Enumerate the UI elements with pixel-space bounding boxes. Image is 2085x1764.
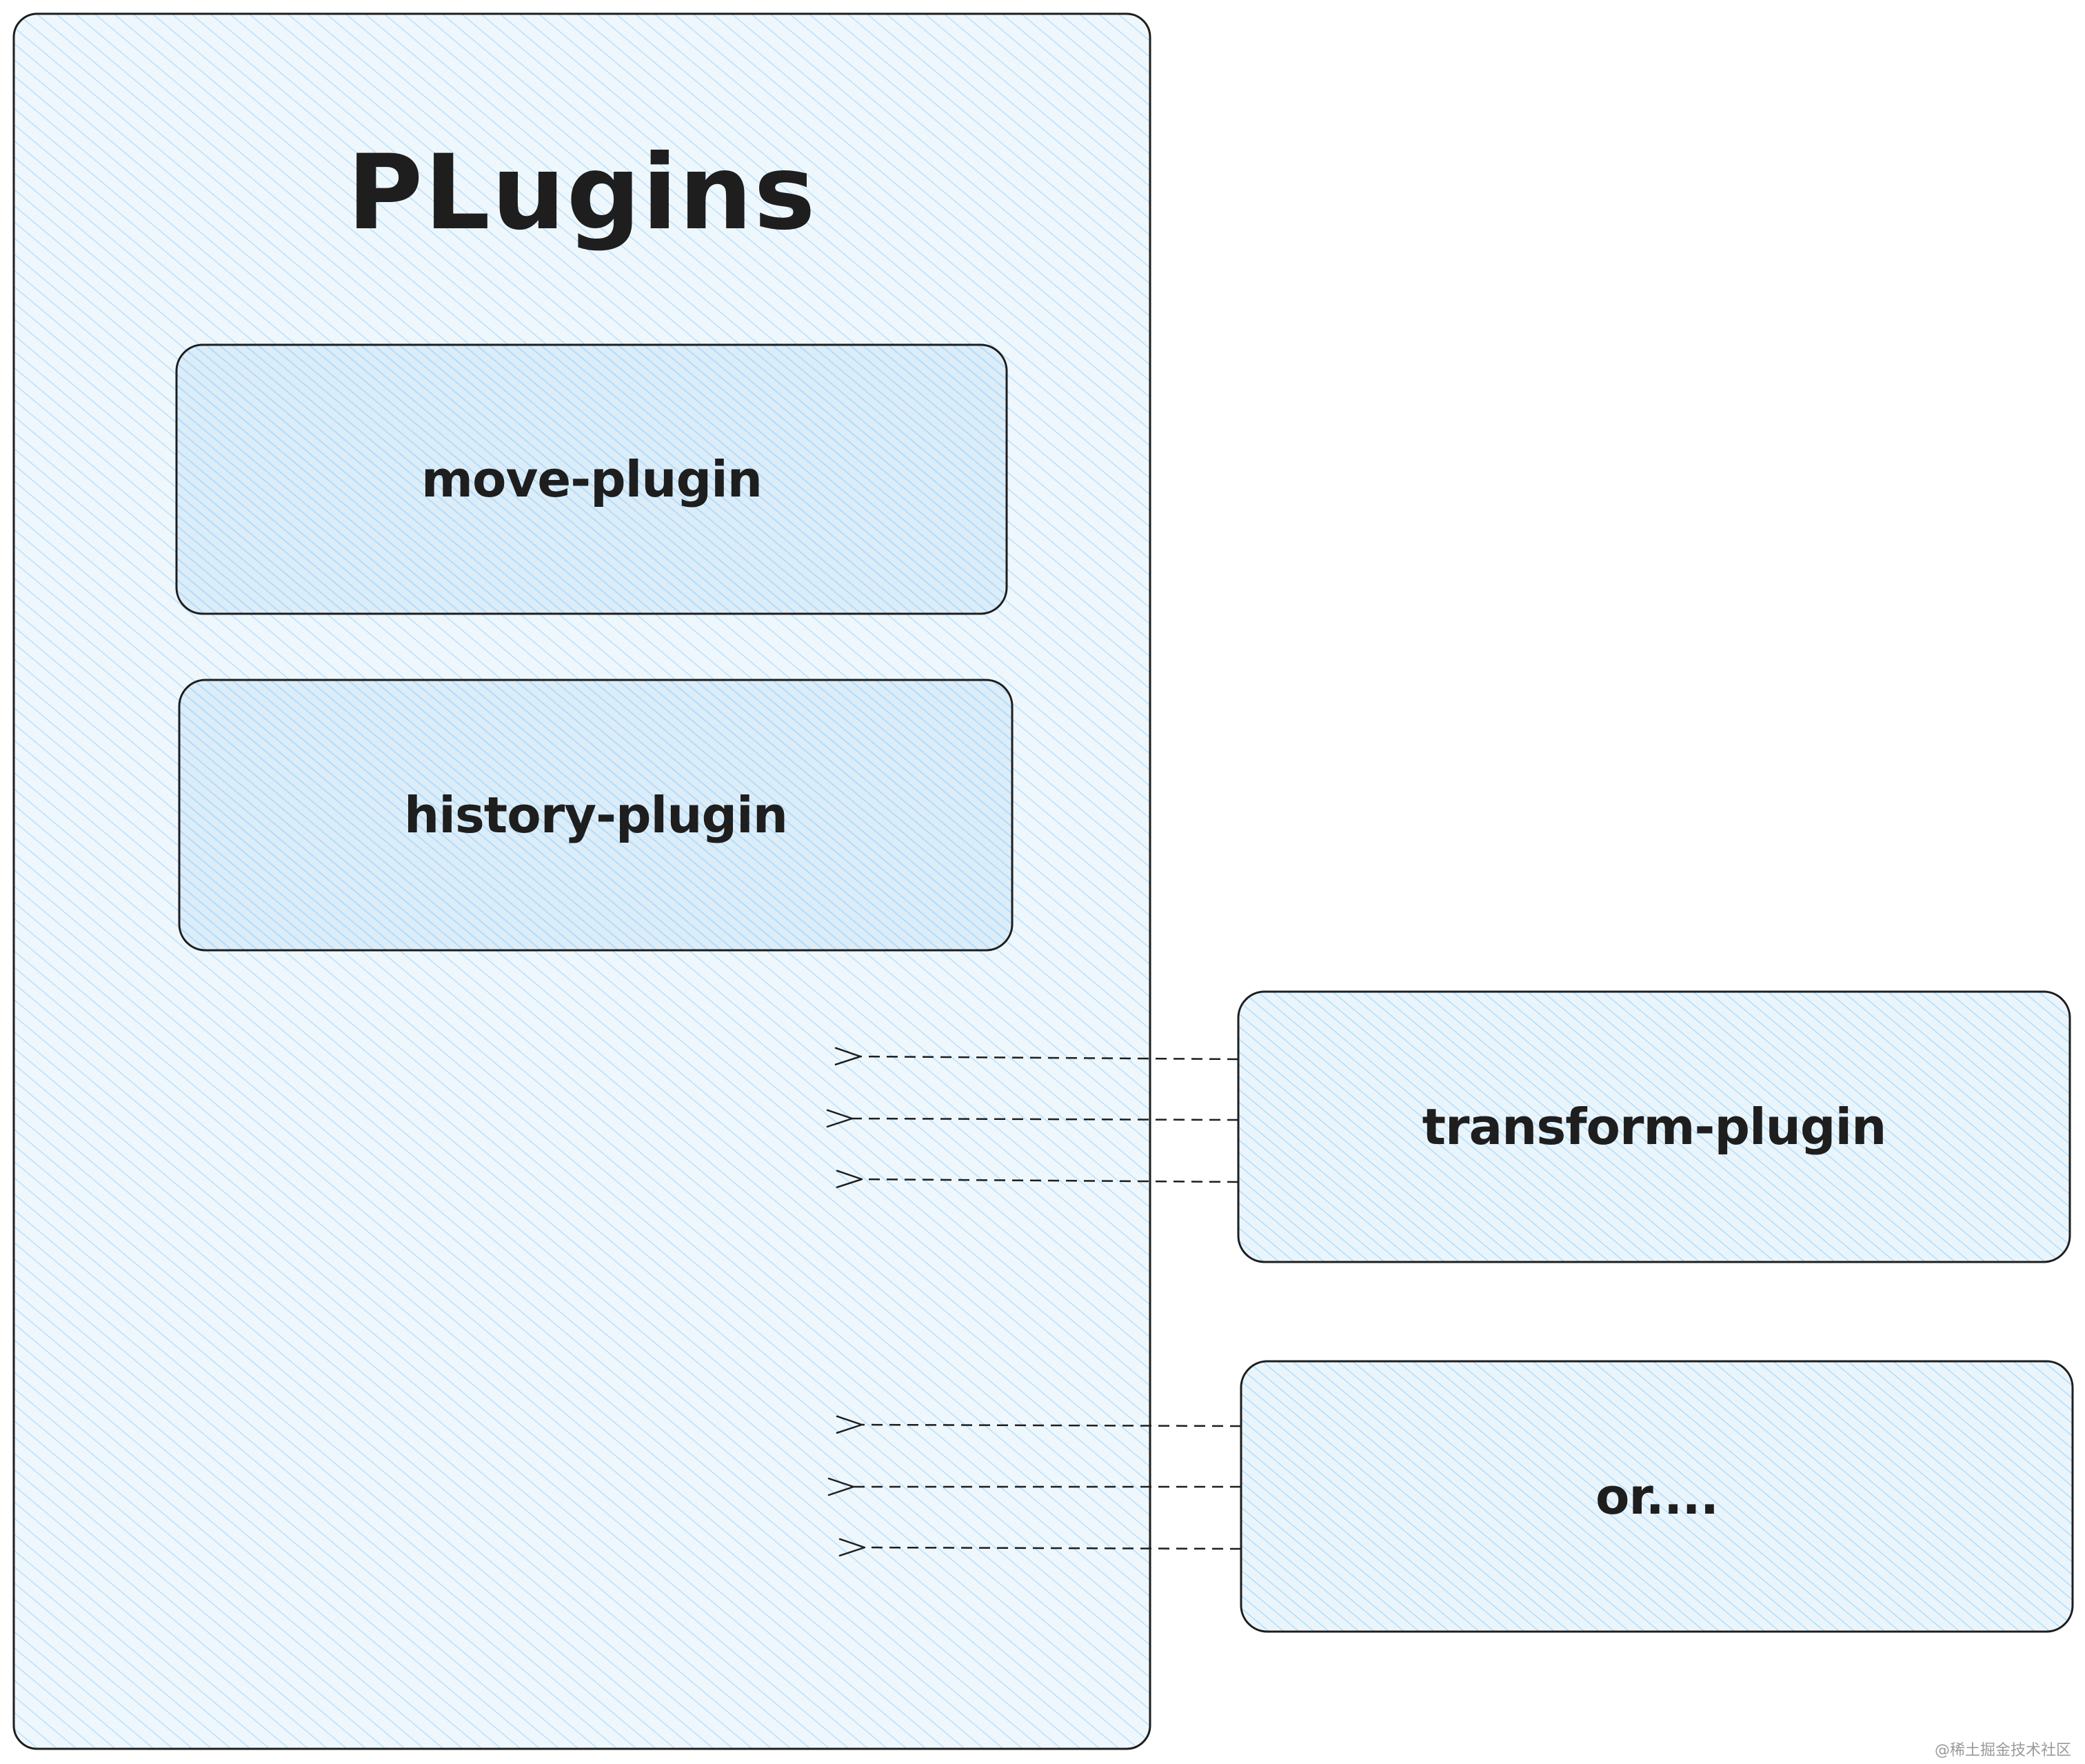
- or-arrow-1: [836, 1415, 1242, 1434]
- move-plugin-label: move-plugin: [421, 450, 763, 508]
- transform-arrows: [826, 1047, 1239, 1188]
- or-arrow-3: [838, 1538, 1242, 1557]
- transform-arrow-2: [826, 1109, 1239, 1128]
- transform-plugin-box: [1237, 990, 2071, 1263]
- or-label: or....: [1595, 1467, 1719, 1525]
- history-plugin-label: history-plugin: [404, 786, 788, 844]
- history-plugin-box: [178, 679, 1014, 952]
- transform-arrow-3: [836, 1170, 1239, 1188]
- or-box: [1240, 1360, 2074, 1633]
- plugins-title: PLugins: [347, 133, 817, 253]
- watermark: @稀土掘金技术社区: [1934, 1742, 2071, 1759]
- transform-plugin-label: transform-plugin: [1422, 1098, 1887, 1156]
- or-arrows: [827, 1415, 1242, 1557]
- transform-arrow-1: [834, 1047, 1239, 1065]
- move-plugin-box: [175, 343, 1008, 615]
